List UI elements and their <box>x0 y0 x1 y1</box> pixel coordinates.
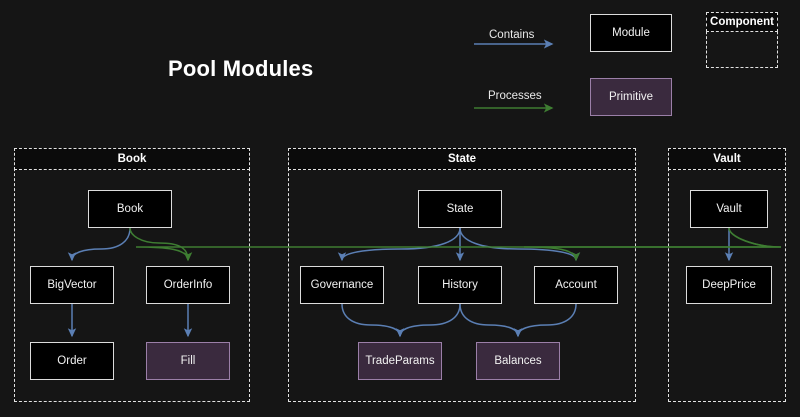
group-header-vault: Vault <box>668 148 786 170</box>
node-vault[interactable]: Vault <box>690 190 768 228</box>
group-header-book: Book <box>14 148 250 170</box>
node-fill[interactable]: Fill <box>146 342 230 380</box>
node-state[interactable]: State <box>418 190 502 228</box>
node-bigvector[interactable]: BigVector <box>30 266 114 304</box>
node-account[interactable]: Account <box>534 266 618 304</box>
node-history[interactable]: History <box>418 266 502 304</box>
node-deepprice[interactable]: DeepPrice <box>686 266 772 304</box>
node-tradeparams[interactable]: TradeParams <box>358 342 442 380</box>
node-balances[interactable]: Balances <box>476 342 560 380</box>
legend-label-processes: Processes <box>488 90 542 102</box>
group-header-state: State <box>288 148 636 170</box>
node-governance[interactable]: Governance <box>300 266 384 304</box>
legend-shape-primitive: Primitive <box>590 78 672 116</box>
legend-shape-module: Module <box>590 14 672 52</box>
node-order[interactable]: Order <box>30 342 114 380</box>
node-orderinfo[interactable]: OrderInfo <box>146 266 230 304</box>
page-title: Pool Modules <box>168 56 313 82</box>
legend-shape-component-label: Component <box>706 12 778 32</box>
legend-label-contains: Contains <box>489 29 534 41</box>
node-book[interactable]: Book <box>88 190 172 228</box>
